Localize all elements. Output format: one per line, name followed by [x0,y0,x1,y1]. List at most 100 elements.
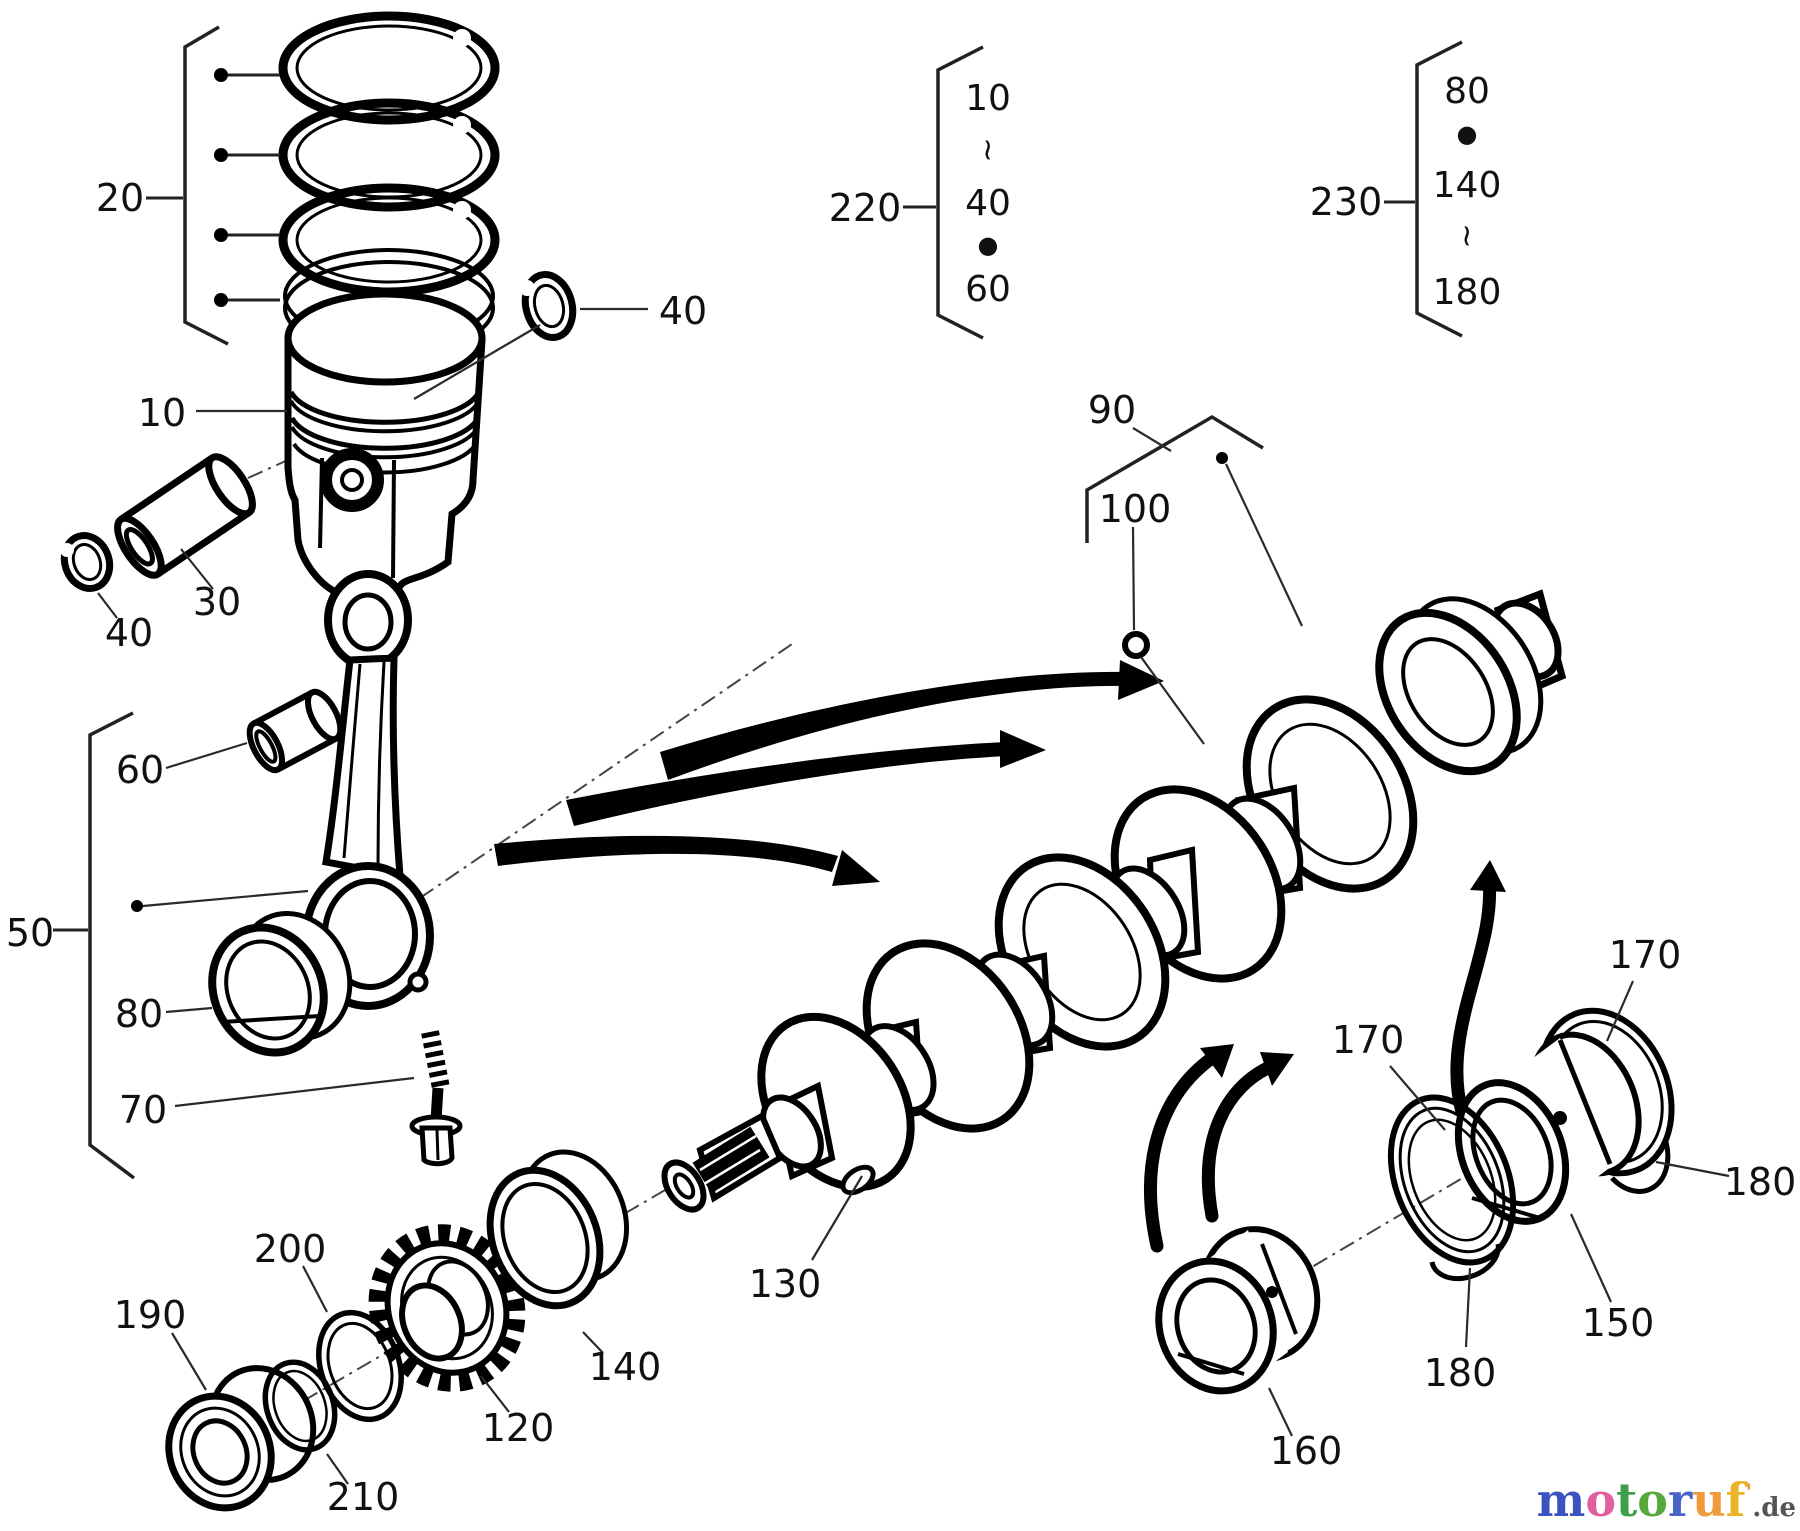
gear-bore-front [399,1282,465,1362]
rod-bolt [409,1030,463,1167]
bearing-160-edge [1260,1243,1298,1335]
bearing-160-oil-hole [1266,1286,1278,1298]
group-230-item-80: 80 [1444,71,1490,112]
callout-180-right: 180 [1724,1160,1797,1204]
rod-bolt-seat-right [407,971,429,993]
rear-bearing-group [1387,1007,1675,1282]
bolt-threads [421,1030,450,1090]
piston-ring-3-inner [295,196,483,284]
gear-teeth [368,1224,526,1392]
bearing-150-oil-hole [1553,1111,1567,1125]
wm-tick: ' [1745,1480,1752,1506]
up-arrow-2 [1202,1059,1279,1223]
bearing-150-split [1471,1196,1541,1220]
group-230-item-180: 180 [1433,272,1502,313]
main-bearing-160 [1155,1226,1321,1395]
ring-3-gap [453,201,471,219]
ring-1-gap [453,29,471,47]
group-230-item-140: 140 [1433,165,1502,206]
ring-210-inner [272,1369,328,1443]
dot-rod-group [131,900,143,912]
dot-ring-3 [214,228,228,242]
group-220-item-40: 40 [965,183,1011,224]
group-220-label: 220 [829,186,902,230]
circlip-bottom [60,532,114,592]
wm-letter-u: u [1692,1473,1725,1527]
callout-40-top: 40 [659,289,707,333]
front-bearing-group [165,1149,630,1512]
leader-30 [180,548,214,590]
piston-pin [114,453,256,579]
callout-170-right: 170 [1609,933,1682,977]
leader-90 [1132,427,1172,452]
bracket-50 [88,711,136,1180]
leader-190 [171,1332,207,1391]
callout-30: 30 [193,580,241,624]
rod-shank [322,654,404,881]
up-arrow-1 [1144,1051,1219,1253]
wm-suffix: .de [1752,1493,1796,1523]
rod-bearing-shell [208,911,353,1057]
bushing-top [252,689,314,727]
callout-120: 120 [482,1406,555,1450]
woodruff-key [840,1164,876,1196]
sweep-arrow-top-head [1118,660,1164,700]
bearing-150-top-edge [1557,1039,1613,1165]
piston-pin-bore-inner [340,468,364,492]
leader-180a [1655,1160,1730,1178]
axis-rod-to-crankpin [419,641,796,899]
callout-70: 70 [119,1088,167,1132]
circlips [60,271,577,592]
callout-180-bottom: 180 [1424,1351,1497,1395]
group-220-item-tilde: ~ [970,137,1005,162]
rod-ibeam-right [376,661,386,867]
piston [284,290,486,598]
group-220-item-60: 60 [965,269,1011,310]
shell-inner [224,939,312,1041]
callout-90: 90 [1088,388,1136,432]
up-arrow-3-head [1470,860,1506,892]
spline-highlight-2 [703,1148,761,1186]
pin-bottom-edge [155,509,252,578]
rod-small-end-bore [342,592,394,652]
group-230-item-dot: ● [1457,120,1478,148]
wm-letter-m: m [1537,1473,1586,1527]
dot-ring-4 [214,293,228,307]
callout-200: 200 [254,1227,327,1271]
piston-groove-3 [292,442,478,475]
leader-lines [97,307,1730,1485]
callout-190: 190 [114,1293,187,1337]
ball-100 [1122,631,1150,659]
crank-flange-face [1401,637,1495,747]
leader-200 [302,1265,328,1313]
callout-160: 160 [1270,1429,1343,1473]
bracket-220 [936,45,984,340]
piston-groove-2 [289,416,481,451]
circlip-gaps [60,280,535,557]
piston-ring-2 [278,98,500,212]
crank-snout-tip-bore [672,1172,696,1200]
up-arrow-2-head [1260,1052,1294,1086]
shell-split-line [221,1014,321,1024]
callout-140: 140 [589,1345,662,1389]
group-220-item-dot: ● [978,231,999,259]
range-group-230: 230 80 ● 140 ~ 180 [1310,71,1502,313]
circlip-top [521,271,577,341]
leader-100 [1131,526,1136,631]
upward-arrows [1144,873,1497,1253]
piston-ring-1-inner [295,24,483,112]
callout-100: 100 [1099,487,1172,531]
bushing-bore [254,729,278,764]
piston-groove-1 [288,390,482,425]
ring-pointer-dots [131,68,1228,912]
leader-40a-to-bore [413,324,541,400]
dot-ring-2 [214,148,228,162]
pin-top-edge [118,454,215,523]
crank-gear-120 [368,1224,526,1392]
sweep-arrow-bottom [494,835,838,872]
sweep-arrow-middle-head [1000,730,1046,768]
spline-highlight-1 [699,1134,757,1172]
ring-2-gap [453,116,471,134]
